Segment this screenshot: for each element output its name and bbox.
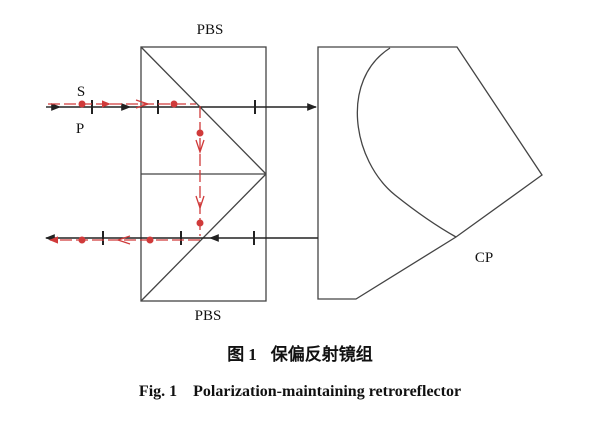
pbs-top-hypotenuse: [140, 46, 267, 175]
caption-en-title: Polarization-maintaining retroreflector: [193, 383, 462, 400]
corner-prism-curve: [356, 47, 457, 238]
corner-prism-outline: [317, 46, 543, 300]
p-beam-in: [46, 100, 317, 114]
p-beam-return: [45, 231, 318, 245]
s-label: S: [77, 84, 85, 100]
caption-cn-number: 1: [248, 345, 257, 364]
s-beam-vertical: [195, 106, 205, 236]
caption-english: Fig. 1 Polarization-maintaining retrorefl…: [0, 383, 600, 401]
caption-cn-prefix: 图: [227, 345, 245, 365]
pbs-bottom-label: PBS: [195, 308, 222, 324]
p-label: P: [76, 121, 84, 137]
s-beam-return: [49, 235, 200, 245]
pbs-assembly: [140, 46, 267, 302]
cp-label: CP: [475, 250, 493, 266]
pbs-top-label: PBS: [197, 22, 224, 38]
corner-prism: [317, 46, 543, 300]
caption-cn-title: 保偏反射镜组: [270, 345, 373, 365]
caption-en-prefix: Fig. 1: [138, 383, 178, 400]
s-beam-in: [48, 99, 196, 109]
